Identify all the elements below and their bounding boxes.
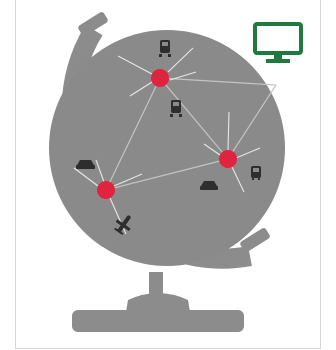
- monitor-icon: [255, 24, 301, 63]
- globe-sphere: [49, 30, 285, 266]
- globe-stand: [72, 272, 244, 332]
- bus-icon: [251, 166, 261, 180]
- hub-right: [219, 150, 237, 168]
- hub-left: [97, 181, 115, 199]
- hub-top: [151, 69, 169, 87]
